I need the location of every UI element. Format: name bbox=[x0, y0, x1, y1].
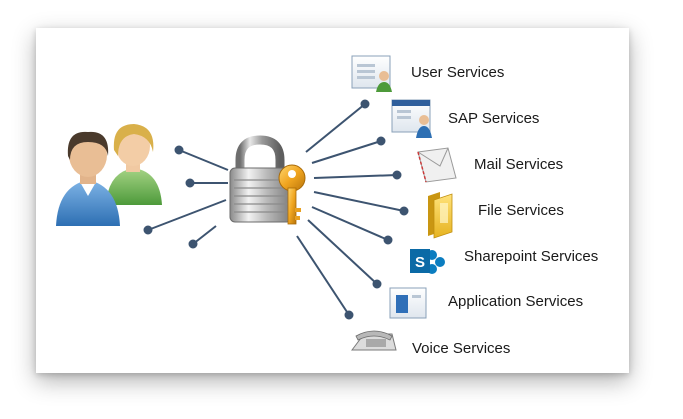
folder-icon bbox=[428, 192, 453, 239]
svg-text:S: S bbox=[415, 254, 425, 271]
left-connectors bbox=[143, 145, 229, 249]
key-icon bbox=[278, 164, 306, 225]
service-label-voice: Voice Services bbox=[412, 340, 511, 357]
application-window-icon bbox=[389, 287, 427, 319]
service-label-application: Application Services bbox=[448, 293, 584, 310]
user-card-icon bbox=[351, 55, 392, 92]
envelope-icon bbox=[417, 147, 457, 183]
service-label-mail: Mail Services bbox=[474, 156, 564, 173]
sap-window-icon bbox=[391, 99, 432, 138]
telephone-icon bbox=[351, 330, 397, 351]
padlock-icon bbox=[229, 135, 293, 223]
service-label-sharepoint: Sharepoint Services bbox=[464, 248, 599, 265]
users-icon bbox=[56, 124, 162, 226]
right-connectors bbox=[296, 99, 409, 320]
sharepoint-icon: S bbox=[410, 249, 445, 274]
service-label-file: File Services bbox=[478, 202, 564, 219]
service-label-sap: SAP Services bbox=[448, 110, 540, 127]
service-label-user: User Services bbox=[411, 64, 505, 81]
